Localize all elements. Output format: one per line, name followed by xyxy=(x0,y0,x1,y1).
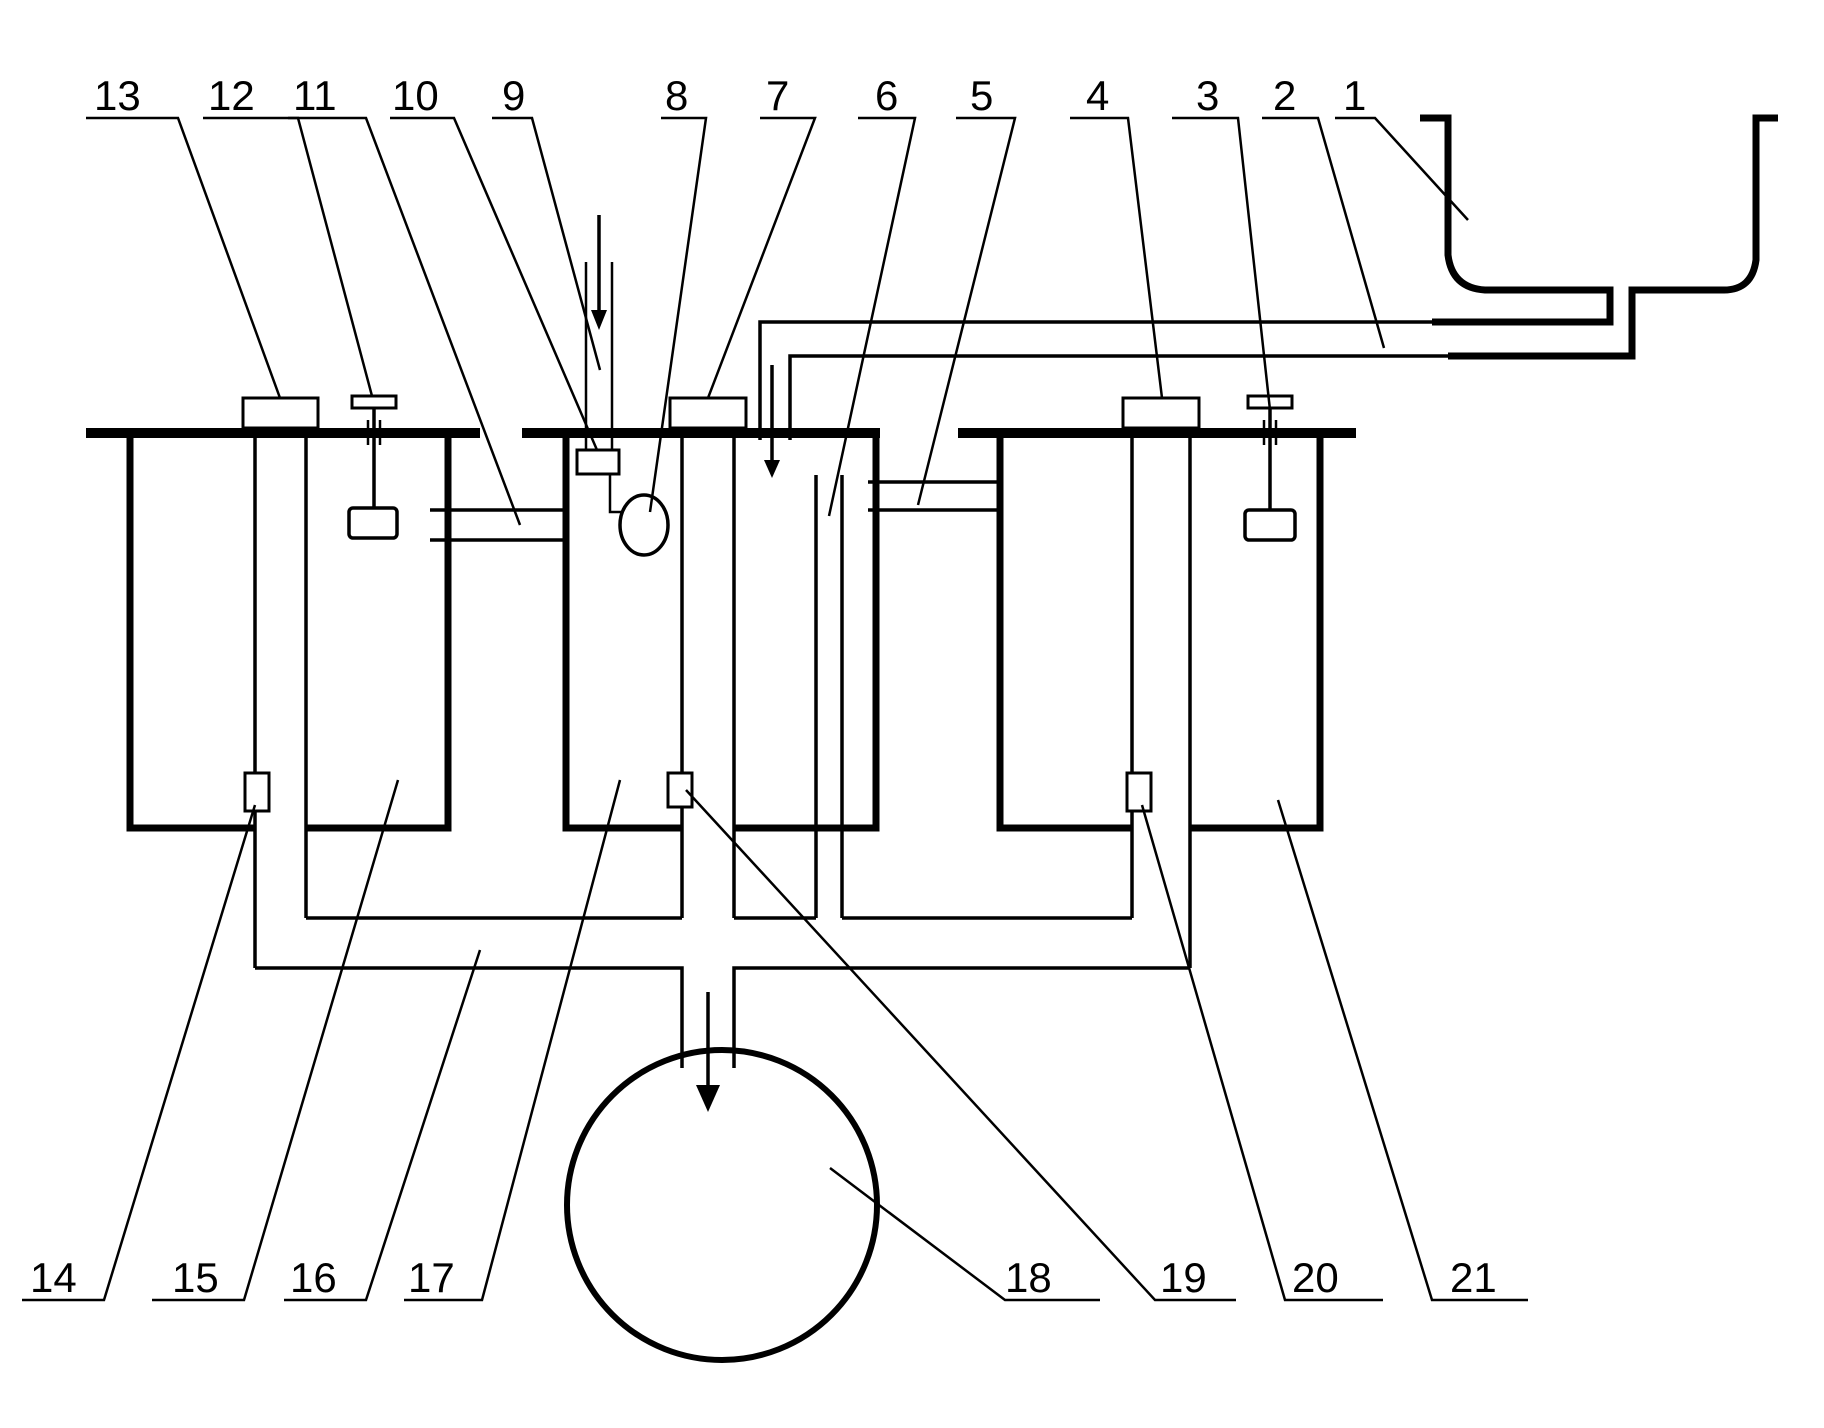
label-12: 12 xyxy=(208,72,255,119)
label-10: 10 xyxy=(392,72,439,119)
label-13: 13 xyxy=(94,72,141,119)
label-7: 7 xyxy=(766,72,789,119)
label-4: 4 xyxy=(1086,72,1109,119)
connect-pipe-5 xyxy=(868,433,1002,512)
float-valve-3 xyxy=(1243,394,1297,542)
label-21: 21 xyxy=(1450,1254,1497,1301)
label-6: 6 xyxy=(875,72,898,119)
sensor-20 xyxy=(1125,771,1153,813)
cap-13 xyxy=(241,396,320,430)
label-9: 9 xyxy=(502,72,525,119)
feed-pipe-2 xyxy=(758,320,1632,478)
float-valve-12 xyxy=(347,394,399,540)
trough-1 xyxy=(1420,114,1778,360)
ball-float-8 xyxy=(618,493,670,557)
label-14: 14 xyxy=(30,1254,77,1301)
label-16: 16 xyxy=(290,1254,337,1301)
left-tank xyxy=(126,433,452,832)
sensor-19 xyxy=(666,771,694,809)
right-tank xyxy=(996,433,1324,832)
label-8: 8 xyxy=(665,72,688,119)
leader-lines-bottom xyxy=(22,779,1528,1302)
label-3: 3 xyxy=(1196,72,1219,119)
label-17: 17 xyxy=(408,1254,455,1301)
label-18: 18 xyxy=(1005,1254,1052,1301)
connect-pipe-11 xyxy=(430,433,566,542)
labels-top: 13 12 11 10 9 8 7 6 5 4 3 2 1 xyxy=(94,72,1366,119)
label-1: 1 xyxy=(1343,72,1366,119)
middle-tank xyxy=(562,433,880,832)
cap-7 xyxy=(668,396,748,430)
sensor-14 xyxy=(243,771,271,813)
label-11: 11 xyxy=(293,72,337,119)
sump-18 xyxy=(564,1047,880,1363)
cap-4 xyxy=(1121,396,1201,430)
label-5: 5 xyxy=(970,72,993,119)
label-19: 19 xyxy=(1160,1254,1207,1301)
outlet-pipes xyxy=(253,420,1192,968)
collector-manifold xyxy=(255,916,1190,1112)
leader-lines-top xyxy=(86,116,1469,526)
label-20: 20 xyxy=(1292,1254,1339,1301)
inlet-9 xyxy=(584,215,614,450)
label-2: 2 xyxy=(1273,72,1296,119)
label-15: 15 xyxy=(172,1254,219,1301)
sensor-10 xyxy=(575,448,621,476)
labels-bottom: 14 15 16 17 18 19 20 21 xyxy=(30,1254,1497,1301)
